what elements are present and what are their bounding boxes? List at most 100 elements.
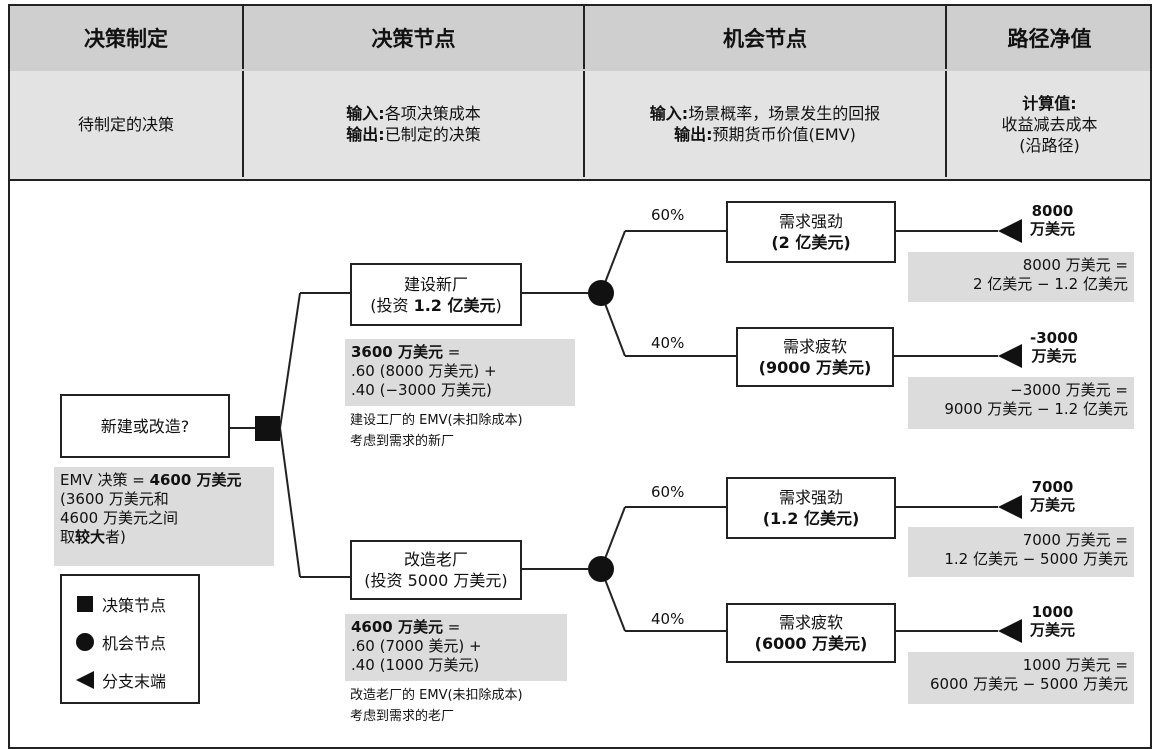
legend-label: 分支末端 — [102, 672, 167, 691]
outcome-revenue: (6000 万美元) — [754, 634, 868, 653]
desc-input-label: 输入: — [649, 104, 689, 123]
desc-calc-label: 计算值: — [1022, 93, 1077, 113]
branch-end-triangle-icon — [998, 219, 1022, 243]
renovate-plant-emv-calc: 4600 万美元 = .60 (7000 美元) + .40 (1000 万美元… — [345, 614, 567, 681]
path-value-calc: 7000 万美元 = 1.2 亿美元 − 5000 万美元 — [908, 527, 1134, 577]
desc-input-line: 输入:各项决策成本 — [346, 103, 480, 124]
calc-line-1: 7000 万美元 = — [1022, 531, 1128, 549]
path-net-value: -3000 万美元 — [1030, 329, 1078, 365]
calc-line-1: 1000 万美元 = — [1022, 656, 1128, 674]
desc-input-text: 各项决策成本 — [384, 104, 481, 123]
probability-label: 40% — [651, 610, 685, 628]
calc-line-2: 6000 万美元 − 5000 万美元 — [930, 675, 1128, 693]
note-line-2: 考虑到需求的老厂 — [350, 709, 455, 724]
net-value-number: -3000 — [1030, 329, 1078, 347]
probability-label: 60% — [651, 206, 685, 224]
header-path-value: 路径净值 — [1007, 26, 1092, 51]
net-value-unit: 万美元 — [1030, 220, 1076, 238]
legend-item-branch-end: 分支末端 — [74, 668, 166, 692]
connector-line — [279, 292, 301, 429]
emv-calc-line-3: .40 (1000 万美元) — [351, 656, 480, 674]
new-plant-emv-calc: 3600 万美元 = .60 (8000 万美元) + .40 (−3000 万… — [345, 339, 575, 406]
net-value-unit: 万美元 — [1031, 347, 1077, 365]
desc-output-label: 输出: — [674, 125, 713, 144]
option-renovate-plant-box: 改造老厂 (投资 5000 万美元) — [350, 540, 522, 600]
emv-calc-eq: = — [442, 343, 461, 361]
branch-end-triangle-icon — [998, 344, 1022, 368]
header-chance-node: 机会节点 — [585, 6, 947, 69]
outcome-box: 需求疲软 (9000 万美元) — [736, 327, 894, 387]
desc-chance-node: 输入:场景概率，场景发生的回报 输出:预期货币价值(EMV) — [585, 71, 947, 177]
header-decision-node: 决策节点 — [244, 6, 585, 69]
emv-calc-eq: = — [442, 618, 461, 636]
path-net-value: 7000 万美元 — [1030, 478, 1075, 514]
emv-value: 4600 万美元 — [149, 471, 242, 489]
outcome-box: 需求强劲 (2 亿美元) — [726, 201, 896, 263]
emv-line4-post: 者) — [105, 528, 126, 546]
option-investment: (投资 5000 万美元) — [364, 570, 507, 591]
path-value-calc: −3000 万美元 = 9000 万美元 − 1.2 亿美元 — [908, 377, 1134, 429]
path-net-value: 8000 万美元 — [1030, 202, 1075, 238]
path-value-calc: 1000 万美元 = 6000 万美元 − 5000 万美元 — [908, 652, 1134, 704]
circle-icon — [74, 632, 96, 652]
emv-line4-bold: 较大 — [75, 528, 106, 546]
legend-item-chance-node: 机会节点 — [74, 630, 166, 654]
option-investment: (投资 1.2 亿美元) — [370, 295, 502, 316]
net-value-number: 7000 — [1031, 478, 1074, 496]
outcome-box: 需求强劲 (1.2 亿美元) — [726, 477, 896, 539]
renovate-plant-note: 改造老厂的 EMV(未扣除成本) 考虑到需求的老厂 — [350, 685, 523, 727]
header-decision-making: 决策制定 — [10, 6, 244, 69]
outcome-name: 需求强劲 — [778, 212, 843, 231]
net-value-unit: 万美元 — [1030, 621, 1076, 639]
calc-line-1: 8000 万美元 = — [1022, 256, 1128, 274]
desc-input-label: 输入: — [346, 104, 385, 123]
desc-decision-node: 输入:各项决策成本 输出:已制定的决策 — [244, 71, 585, 177]
new-plant-note: 建设工厂的 EMV(未扣除成本) 考虑到需求的新厂 — [350, 410, 523, 452]
desc-text: 待制定的决策 — [77, 114, 174, 134]
emv-calc-value: 4600 万美元 — [351, 618, 443, 636]
note-line-1: 建设工厂的 EMV(未扣除成本) — [350, 413, 523, 428]
emv-prefix: EMV 决策 = — [60, 471, 150, 489]
calc-line-2: 2 亿美元 − 1.2 亿美元 — [972, 275, 1128, 293]
calc-line-1: −3000 万美元 = — [1010, 381, 1128, 399]
desc-path-value: 计算值: 收益减去成本 (沿路径) — [947, 71, 1152, 177]
description-row: 待制定的决策 输入:各项决策成本 输出:已制定的决策 输入:场景概率，场景发生的… — [10, 71, 1150, 181]
emv-calc-value: 3600 万美元 — [351, 343, 443, 361]
decision-question-box: 新建或改造? — [60, 394, 230, 458]
desc-output-line: 输出:预期货币价值(EMV) — [674, 124, 856, 145]
desc-output-text: 预期货币价值(EMV) — [712, 125, 856, 144]
legend: 决策节点 机会节点 分支末端 — [60, 574, 200, 704]
outcome-revenue: (9000 万美元) — [758, 358, 872, 377]
probability-label: 40% — [651, 334, 685, 352]
legend-item-decision-node: 决策节点 — [74, 592, 166, 616]
emv-summary-line-4: 取较大者) — [60, 528, 268, 547]
investment-pre: (投资 5000 万美元) — [364, 571, 508, 590]
note-line-2: 考虑到需求的新厂 — [350, 434, 455, 449]
investment-bold: 1.2 亿美元 — [413, 295, 496, 315]
legend-label: 决策节点 — [102, 596, 167, 615]
outcome-name: 需求强劲 — [778, 488, 843, 507]
emv-line4-pre: 取 — [60, 528, 76, 546]
decision-tree-table: 决策制定 决策节点 机会节点 路径净值 待制定的决策 输入:各项决策成本 输出:… — [8, 4, 1152, 749]
calc-line-2: 1.2 亿美元 − 5000 万美元 — [944, 550, 1128, 568]
option-new-plant-box: 建设新厂 (投资 1.2 亿美元) — [350, 263, 522, 326]
emv-calc-line-2: .60 (7000 美元) + — [351, 637, 482, 655]
desc-calc-text-2: (沿路径) — [1019, 135, 1080, 155]
note-line-1: 改造老厂的 EMV(未扣除成本) — [350, 688, 523, 703]
emv-calc-line-1: 3600 万美元 = — [351, 343, 569, 362]
investment-post: ) — [495, 295, 502, 315]
decision-node-square-icon — [255, 416, 280, 441]
calc-line-2: 9000 万美元 − 1.2 亿美元 — [944, 400, 1128, 418]
square-icon — [74, 595, 96, 613]
investment-pre: (投资 — [370, 295, 414, 315]
emv-calc-line-1: 4600 万美元 = — [351, 618, 561, 637]
path-value-calc: 8000 万美元 = 2 亿美元 − 1.2 亿美元 — [908, 252, 1134, 302]
net-value-number: 8000 — [1031, 202, 1074, 220]
emv-summary-line-2: (3600 万美元和 — [60, 490, 169, 508]
emv-calc-line-3: .40 (−3000 万美元) — [351, 381, 492, 399]
option-title: 建设新厂 — [403, 274, 468, 294]
desc-input-line: 输入:场景概率，场景发生的回报 — [650, 103, 880, 124]
net-value-unit: 万美元 — [1030, 496, 1076, 514]
branch-end-triangle-icon — [998, 619, 1022, 643]
